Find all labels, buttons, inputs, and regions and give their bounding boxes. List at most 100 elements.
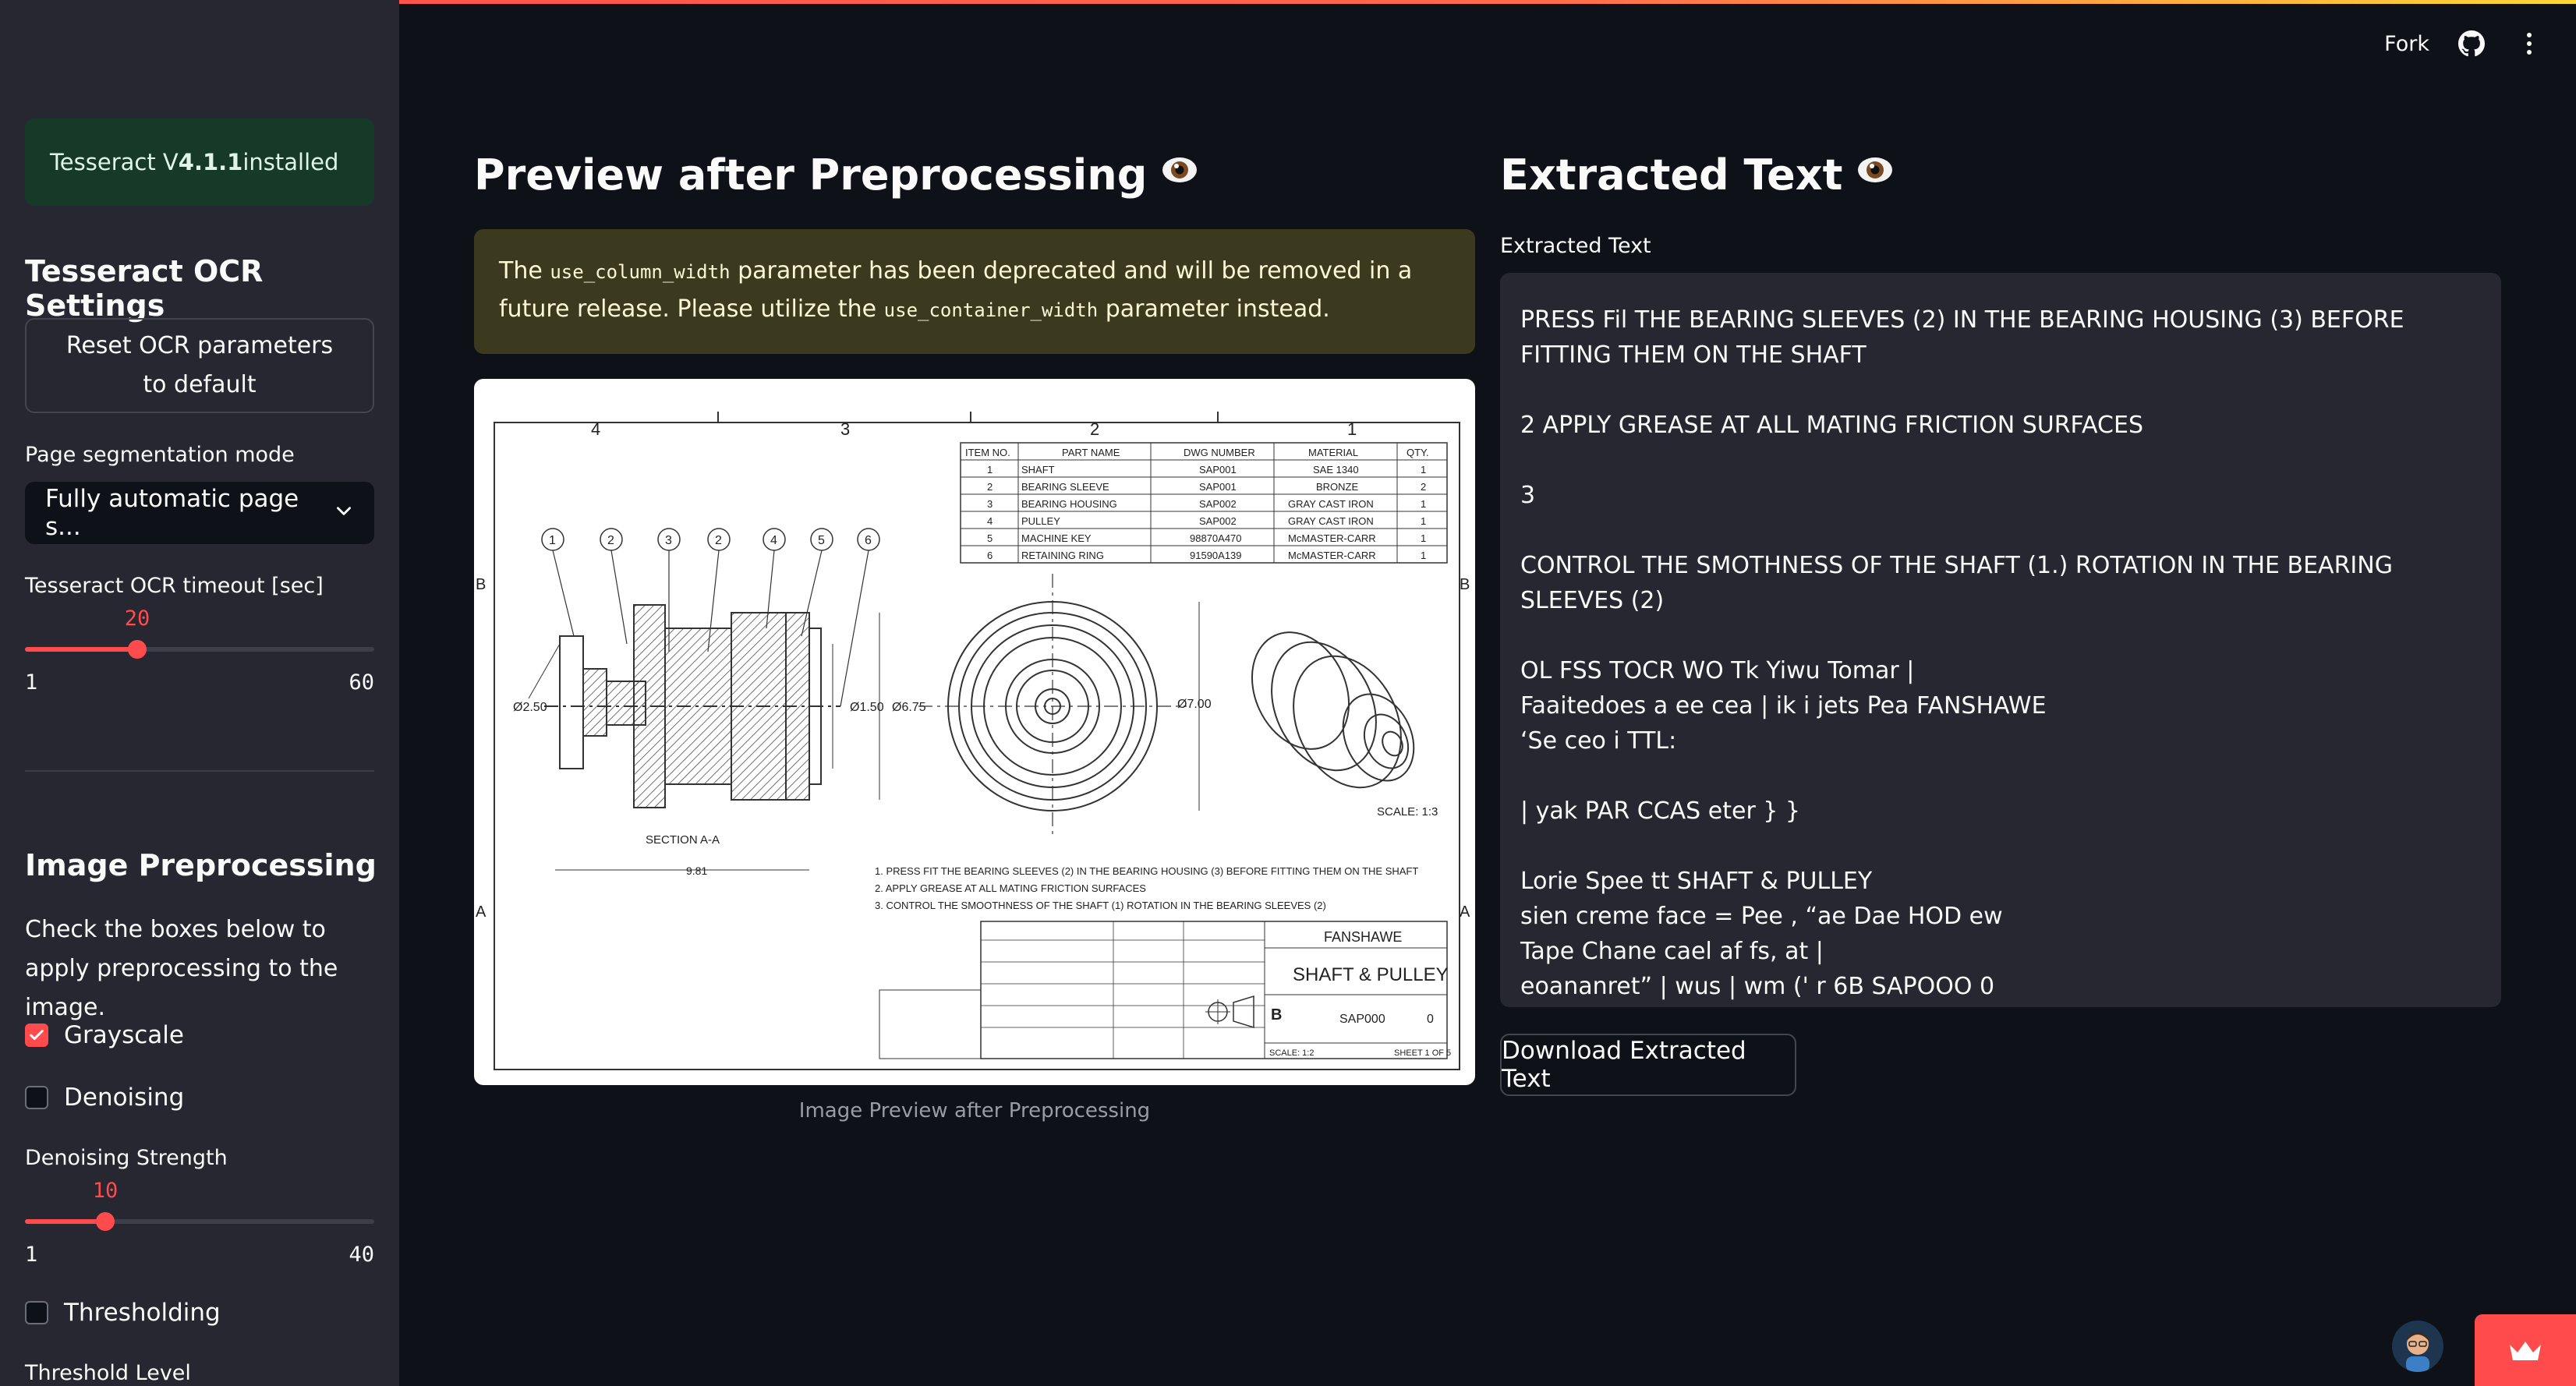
timeout-slider[interactable]: 20 1 60 (25, 606, 374, 695)
checkbox-checked-icon[interactable] (25, 1024, 48, 1047)
denoising-checkbox[interactable]: Denoising (25, 1084, 184, 1112)
reset-ocr-button[interactable]: Reset OCR parameters to default (25, 318, 374, 413)
tesseract-status-alert: Tesseract V 4.1.1 installed (25, 118, 374, 206)
svg-text:SAP002: SAP002 (1199, 515, 1237, 527)
psm-selected-value: Fully automatic page s... (45, 485, 299, 541)
extracted-text-area[interactable]: PRESS Fil THE BEARING SLEEVES (2) IN THE… (1500, 273, 2501, 1007)
avatar[interactable] (2392, 1321, 2443, 1372)
slider-min: 1 (25, 1243, 38, 1267)
slider-thumb[interactable] (96, 1212, 115, 1231)
fork-link[interactable]: Fork (2384, 31, 2429, 56)
svg-text:SAP000: SAP000 (1339, 1013, 1385, 1026)
download-extracted-text-button[interactable]: Download Extracted Text (1500, 1034, 1796, 1096)
checkbox-unchecked-icon[interactable] (25, 1086, 48, 1109)
bill-of-materials-table: ITEM NO. PART NAME DWG NUMBER MATERIAL Q… (960, 442, 1448, 564)
slider-max: 60 (349, 670, 374, 695)
svg-text:3: 3 (987, 498, 993, 510)
svg-text:5: 5 (987, 532, 993, 544)
front-view: Ø7.00 (918, 574, 1212, 839)
svg-text:SAE 1340: SAE 1340 (1313, 464, 1359, 476)
svg-text:1: 1 (987, 464, 993, 476)
svg-text:ITEM NO.: ITEM NO. (965, 447, 1010, 458)
svg-text:SECTION A-A: SECTION A-A (646, 833, 720, 847)
slider-thumb[interactable] (128, 640, 147, 659)
top-decoration-bar (0, 0, 2576, 4)
svg-text:GRAY CAST IRON: GRAY CAST IRON (1288, 498, 1374, 510)
more-vertical-icon[interactable] (2514, 28, 2545, 59)
denoise-strength-label: Denoising Strength (25, 1146, 228, 1170)
svg-text:BEARING HOUSING: BEARING HOUSING (1021, 498, 1117, 510)
zone-label: B (476, 576, 486, 593)
svg-text:SAP002: SAP002 (1199, 498, 1237, 510)
svg-text:QTY.: QTY. (1407, 447, 1429, 458)
crown-icon[interactable] (2475, 1314, 2576, 1386)
svg-text:Ø2.50: Ø2.50 (513, 701, 547, 714)
image-preprocessing-title: Image Preprocessing (25, 848, 377, 882)
preview-title: Preview after Preprocessing (474, 150, 1200, 200)
svg-text:91590A139: 91590A139 (1190, 550, 1242, 561)
svg-text:1: 1 (1421, 464, 1426, 476)
part-balloons: 1 2 3 2 4 5 6 (541, 528, 880, 707)
svg-text:SAP001: SAP001 (1199, 464, 1237, 476)
app-header-actions: Fork (2384, 28, 2545, 59)
github-icon[interactable] (2456, 28, 2487, 59)
svg-text:3. CONTROL THE SMOOTHNESS OF: 3. CONTROL THE SMOOTHNESS OF THE SHAFT (… (875, 900, 1326, 911)
zone-label: B (1460, 576, 1470, 593)
svg-text:Ø1.50: Ø1.50 (850, 701, 884, 714)
slider-value: 20 (124, 606, 150, 631)
section-view: Ø2.50 Ø1.50 Ø6.75 SECTION A-A 9.81 (513, 604, 926, 877)
svg-text:2: 2 (987, 481, 993, 493)
checkbox-unchecked-icon[interactable] (25, 1301, 48, 1324)
svg-text:9.81: 9.81 (686, 864, 707, 877)
svg-text:Ø7.00: Ø7.00 (1177, 698, 1212, 711)
svg-text:4: 4 (987, 515, 993, 527)
svg-text:BEARING SLEEVE: BEARING SLEEVE (1021, 481, 1109, 493)
svg-text:MATERIAL: MATERIAL (1308, 447, 1358, 458)
svg-text:1: 1 (1421, 515, 1426, 527)
svg-text:RETAINING RING: RETAINING RING (1021, 550, 1104, 561)
timeout-label: Tesseract OCR timeout [sec] (25, 574, 324, 598)
eye-icon (1159, 150, 1200, 200)
grayscale-checkbox[interactable]: Grayscale (25, 1021, 184, 1049)
drawing-notes: 1. PRESS FIT THE BEARING SLEEVES (2) IN … (875, 865, 1418, 911)
sidebar: Tesseract V 4.1.1 installed Tesseract OC… (0, 0, 399, 1386)
svg-text:1: 1 (1421, 550, 1426, 561)
ocr-settings-title: Tesseract OCR Settings (25, 254, 264, 323)
slider-fill (25, 647, 137, 652)
slider-fill (25, 1219, 105, 1224)
svg-text:FANSHAWE: FANSHAWE (1324, 929, 1402, 945)
svg-text:6: 6 (865, 534, 872, 547)
svg-text:1. PRESS FIT THE BEARING SLEE: 1. PRESS FIT THE BEARING SLEEVES (2) IN … (875, 865, 1418, 877)
zone-label: 1 (1347, 419, 1357, 439)
threshold-level-label: Threshold Level (25, 1361, 191, 1385)
psm-label: Page segmentation mode (25, 443, 295, 467)
preprocessing-instructions: Check the boxes below to apply preproces… (25, 916, 338, 1021)
svg-text:McMASTER-CARR: McMASTER-CARR (1288, 550, 1376, 561)
slider-track (25, 1219, 374, 1224)
denoise-strength-slider[interactable]: 10 1 40 (25, 1179, 374, 1267)
slider-max: 40 (349, 1243, 374, 1267)
svg-text:SAP001: SAP001 (1199, 481, 1237, 493)
zone-label: 3 (840, 419, 850, 439)
svg-text:SHAFT & PULLEY: SHAFT & PULLEY (1293, 964, 1449, 985)
preprocessed-image: 4 3 2 1 B A B A ITEM NO. PART NAME DWG N… (474, 379, 1475, 1085)
image-caption: Image Preview after Preprocessing (798, 1099, 1151, 1123)
svg-text:4: 4 (770, 534, 777, 547)
svg-text:GRAY CAST IRON: GRAY CAST IRON (1288, 515, 1374, 527)
title-block: FANSHAWE SHAFT & PULLEY B SAP000 0 SCALE… (879, 921, 1451, 1059)
slider-min: 1 (25, 670, 38, 695)
svg-text:98870A470: 98870A470 (1190, 532, 1242, 544)
psm-select[interactable]: Fully automatic page s... (25, 482, 374, 544)
extracted-text-title: Extracted Text (1500, 150, 1895, 200)
svg-text:0: 0 (1427, 1013, 1434, 1026)
svg-text:1: 1 (549, 534, 556, 547)
thresholding-checkbox[interactable]: Thresholding (25, 1299, 221, 1327)
eye-icon (1855, 150, 1895, 200)
svg-text:McMASTER-CARR: McMASTER-CARR (1288, 532, 1376, 544)
svg-text:6: 6 (987, 550, 993, 561)
svg-text:2: 2 (1421, 481, 1426, 493)
zone-label: A (1460, 903, 1470, 921)
svg-text:1: 1 (1421, 498, 1426, 510)
chevron-down-icon (334, 499, 354, 527)
svg-text:SHAFT: SHAFT (1021, 464, 1055, 476)
